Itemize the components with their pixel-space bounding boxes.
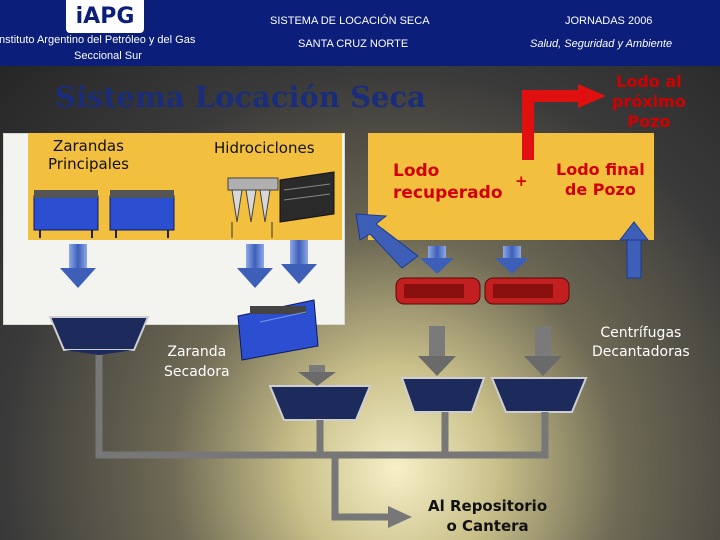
flow-arrow [388,506,412,528]
flow-arrow [618,221,650,279]
header-bar: iAPG Instituto Argentino del Petróleo y … [0,0,720,66]
plus-sign: + [515,172,528,190]
hopper-icon [268,385,372,421]
flow-arrow [420,246,454,274]
shale-shaker-icon [109,190,175,238]
collection-line [95,355,549,521]
flow-arrow [355,213,419,269]
event-name: JORNADAS 2006 [565,15,653,27]
flow-arrow [60,244,96,288]
hopper-icon [48,316,150,355]
centrifuge-icon [395,277,481,305]
hopper-icon [490,377,588,413]
flow-arrow [281,240,317,284]
event-topic: Salud, Seguridad y Ambiente [530,38,673,50]
iapg-logo: iAPG [66,0,144,33]
label-repositorio: Al Repositorio o Cantera [428,497,548,535]
flow-arrow [495,246,529,274]
centrifuge-icon [484,277,570,305]
hydrocyclone-icon [227,177,279,238]
flow-arrow [237,244,273,288]
label-centrifugas: Centrífugas Decantadoras [592,325,690,360]
label-lodo-proximo-pozo: Lodo al próximo Pozo [612,72,686,131]
flow-arrow [298,365,336,386]
org-section: Seccional Sur [74,50,142,62]
system-title: SISTEMA DE LOCACIÓN SECA [270,15,430,27]
label-lodo-final: Lodo final de Pozo [556,160,645,199]
region-label: SANTA CRUZ NORTE [298,38,409,50]
mud-panel [368,133,654,240]
label-zarandas-principales: Zarandas Principales [48,137,129,173]
flow-arrow-red [522,84,606,160]
shale-shaker-icon [33,190,99,238]
dryer-shaker-icon [237,299,319,361]
shale-shaker-icon [279,171,335,223]
flow-arrow [524,326,562,376]
page-title: Sistema Locación Seca [55,80,426,114]
hopper-icon [400,377,486,413]
label-lodo-recuperado: Lodo recuperado [393,161,503,203]
label-zaranda-secadora: Zaranda Secadora [164,344,230,380]
flow-arrow [418,326,456,376]
label-hidrociclones: Hidrociclones [214,139,315,157]
org-name: Instituto Argentino del Petróleo y del G… [0,34,196,46]
